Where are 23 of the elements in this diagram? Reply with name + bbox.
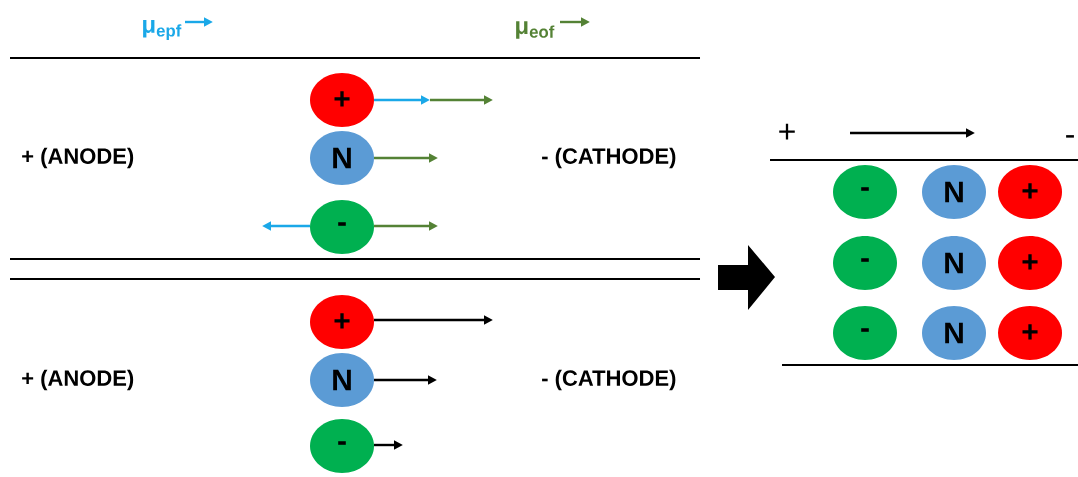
electrode-label: + (ANODE): [22, 147, 134, 169]
ion: +: [998, 165, 1062, 219]
ion: -: [833, 165, 897, 219]
ion: N: [922, 165, 986, 219]
electrode-label: - (CATHODE): [542, 369, 676, 391]
polarity-sign: +: [779, 123, 795, 140]
ion: N: [922, 236, 986, 290]
legend-text: μ$_{epf}$: [143, 20, 182, 40]
ion: -: [833, 306, 897, 360]
electrode-label: + (ANODE): [22, 369, 134, 391]
ion: -: [310, 200, 374, 254]
ion: +: [998, 236, 1062, 290]
ion: N: [310, 131, 374, 185]
ion: N: [310, 353, 374, 407]
electrode-label: - (CATHODE): [542, 147, 676, 169]
legend-text: μ$_{eof}$: [516, 21, 555, 39]
polarity-sign: -: [1066, 135, 1074, 138]
ion: -: [310, 419, 374, 473]
ion: +: [310, 295, 374, 349]
ion: N: [922, 306, 986, 360]
ion: +: [310, 73, 374, 127]
ion: -: [833, 236, 897, 290]
ion: +: [998, 306, 1062, 360]
